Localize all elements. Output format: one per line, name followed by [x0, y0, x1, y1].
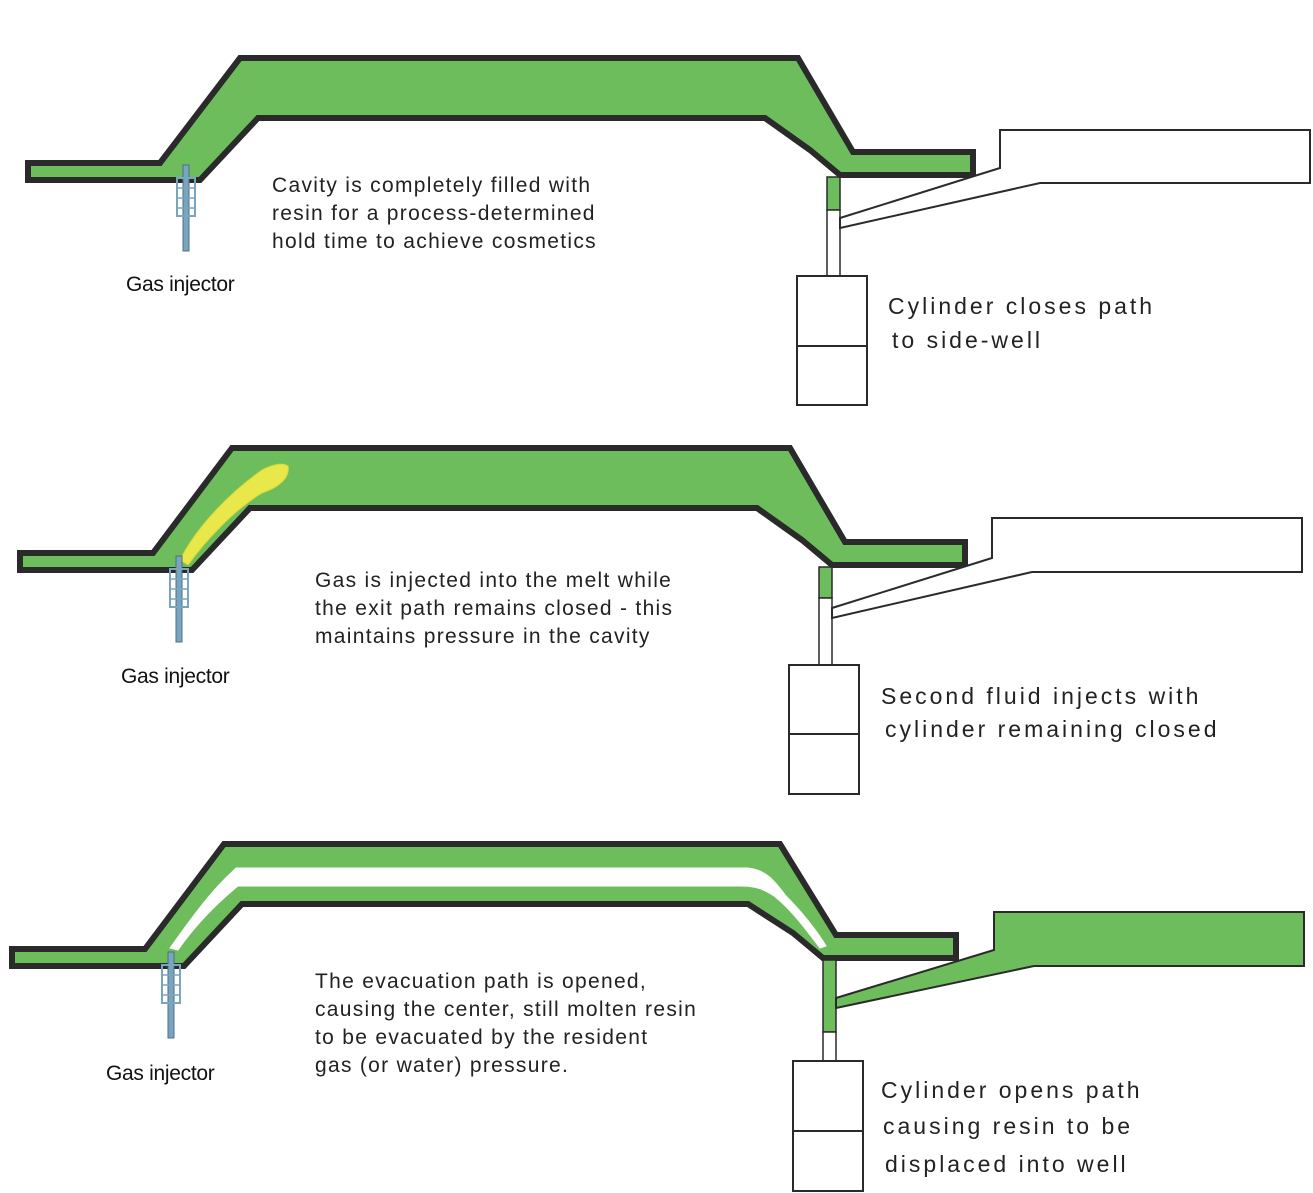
- caption-line: hold time to achieve cosmetics: [272, 230, 597, 253]
- mold-cavity: [9, 841, 959, 969]
- cylinder: [796, 275, 868, 406]
- side-note-line: Second fluid injects with: [881, 683, 1201, 709]
- gas-injector-icon: [169, 555, 189, 643]
- side-note-line: cylinder remaining closed: [885, 716, 1220, 742]
- side-note-line: Cylinder opens path: [881, 1077, 1143, 1103]
- exit-runner-lower: [822, 1031, 837, 1062]
- exit-runner-lower: [826, 209, 841, 277]
- side-note-line: to side-well: [892, 327, 1043, 353]
- side-note-line: causing resin to be: [883, 1113, 1133, 1139]
- side-note-line: Cylinder closes path: [888, 293, 1155, 319]
- exit-runner: [822, 959, 837, 1033]
- injector-label: Gas injector: [121, 665, 230, 688]
- exit-runner: [826, 176, 841, 211]
- panel-3: Gas injector The evacuation path is open…: [9, 841, 1305, 1192]
- gas-injector-icon: [161, 951, 181, 1039]
- mold-cavity: [25, 55, 976, 183]
- caption-line: resin for a process-determined: [272, 202, 596, 225]
- panel-1: Gas injector Cavity is completely filled…: [25, 55, 1311, 406]
- caption-line: The evacuation path is opened,: [315, 970, 647, 993]
- gas-injector-icon: [176, 164, 196, 252]
- caption-line: maintains pressure in the cavity: [315, 625, 651, 648]
- exit-runner-lower: [818, 597, 833, 666]
- side-channel: [839, 129, 1311, 230]
- caption-line: causing the center, still molten resin: [315, 998, 697, 1021]
- caption-line: Gas is injected into the melt while: [315, 569, 672, 592]
- injector-label: Gas injector: [126, 273, 235, 296]
- panel-2: Gas injector Gas is injected into the me…: [17, 445, 1303, 795]
- caption-line: gas (or water) pressure.: [315, 1054, 569, 1077]
- cylinder: [788, 664, 860, 795]
- injector-label: Gas injector: [106, 1062, 215, 1085]
- side-channel-filled: [835, 911, 1305, 1010]
- mold-cavity: [17, 445, 968, 573]
- caption-line: to be evacuated by the resident: [315, 1026, 648, 1049]
- cylinder: [792, 1060, 864, 1192]
- caption-line: the exit path remains closed - this: [315, 597, 673, 620]
- side-channel: [831, 517, 1303, 620]
- exit-runner: [818, 566, 833, 599]
- side-note-line: displaced into well: [885, 1151, 1129, 1177]
- gas-channel: [169, 867, 827, 951]
- gas-bubble: [179, 463, 289, 566]
- caption-line: Cavity is completely filled with: [272, 174, 591, 197]
